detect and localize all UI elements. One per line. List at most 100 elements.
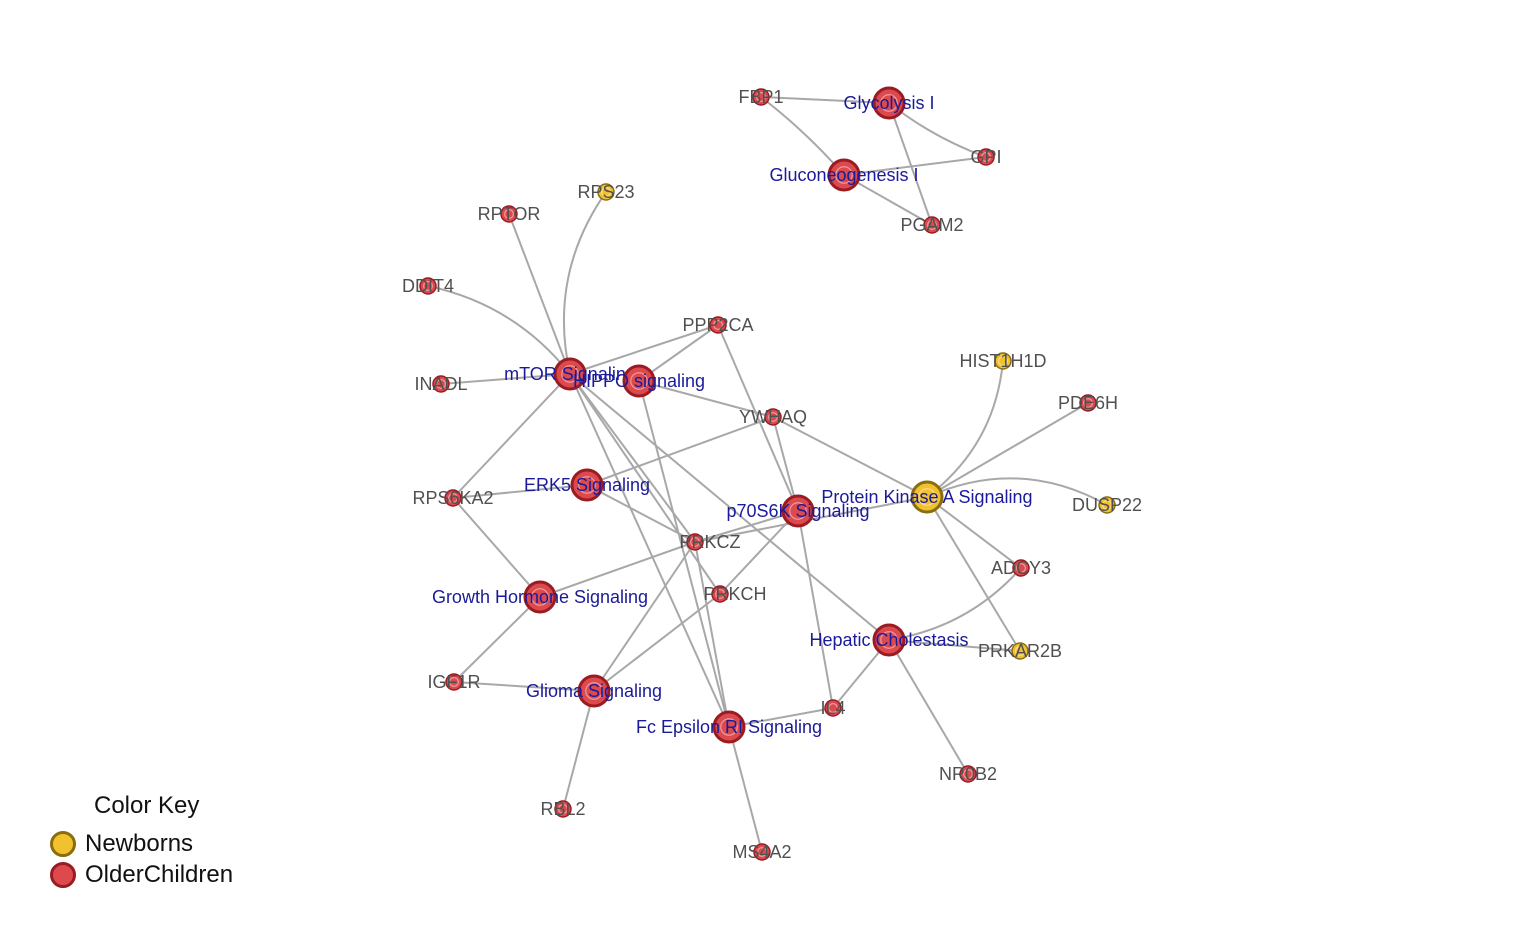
node-rps6ka2[interactable]: RPS6KA2 <box>412 488 493 508</box>
il4-circle[interactable] <box>824 699 842 717</box>
rptor-label: RPTOR <box>478 204 541 224</box>
node-hist1h1d[interactable]: HIST1H1D <box>959 351 1046 371</box>
rps6ka2-circle[interactable] <box>444 489 462 507</box>
edge-mtor-rps23 <box>562 191 607 375</box>
node-prkar2b[interactable]: PRKAR2B <box>978 641 1062 661</box>
node-igf1r[interactable]: IGF1R <box>427 672 480 692</box>
node-pka[interactable]: Protein Kinase A Signaling <box>821 480 1033 514</box>
nr0b2-circle[interactable] <box>959 765 977 783</box>
prkcz-inner-ring <box>689 536 700 547</box>
rptor-circle[interactable] <box>500 205 518 223</box>
prkch-circle[interactable] <box>711 585 729 603</box>
legend-label-olderchildren: OlderChildren <box>85 861 234 888</box>
node-pde6h[interactable]: PDE6H <box>1058 393 1118 413</box>
rps23-circle[interactable] <box>597 183 615 201</box>
gh-circle[interactable] <box>523 580 557 614</box>
pde6h-label: PDE6H <box>1058 393 1118 413</box>
hepatic-label: Hepatic Cholestasis <box>809 630 968 650</box>
node-prkch[interactable]: PRKCH <box>703 584 766 604</box>
hist1h1d-circle[interactable] <box>994 352 1012 370</box>
inadl-circle[interactable] <box>432 375 450 393</box>
hepatic-circle[interactable] <box>872 623 906 657</box>
ms4a2-circle[interactable] <box>753 843 771 861</box>
node-p70s6k[interactable]: p70S6K Signaling <box>726 494 870 528</box>
node-inadl[interactable]: INADL <box>414 374 467 394</box>
node-glioma[interactable]: Glioma Signaling <box>526 674 662 708</box>
hist1h1d-label: HIST1H1D <box>959 351 1046 371</box>
igf1r-label: IGF1R <box>427 672 480 692</box>
glycolysis-circle[interactable] <box>872 86 906 120</box>
pde6h-circle[interactable] <box>1079 394 1097 412</box>
edge-glioma-rbl2 <box>562 690 595 810</box>
rbl2-circle[interactable] <box>554 800 572 818</box>
rps6ka2-inner-ring <box>448 493 459 504</box>
legend-label-newborns: Newborns <box>85 830 194 857</box>
prkcz-circle[interactable] <box>686 533 704 551</box>
hippo-label: HIPPO signaling <box>573 371 705 391</box>
edge-pka-dusp22 <box>926 477 1108 506</box>
node-rptor[interactable]: RPTOR <box>478 204 541 224</box>
fbp1-label: FBP1 <box>738 87 783 107</box>
edge-mtor-prkcz <box>569 373 696 543</box>
p70s6k-circle[interactable] <box>781 494 815 528</box>
ms4a2-label: MS4A2 <box>732 842 791 862</box>
gpi-circle[interactable] <box>977 148 995 166</box>
pka-circle[interactable] <box>910 480 944 514</box>
ddit4-circle[interactable] <box>419 277 437 295</box>
node-ywhaq[interactable]: YWHAQ <box>739 407 807 427</box>
prkar2b-circle[interactable] <box>1011 642 1029 660</box>
ywhaq-circle[interactable] <box>764 408 782 426</box>
ms4a2-inner-ring <box>756 846 767 857</box>
node-ppp2ca[interactable]: PPP2CA <box>682 315 753 335</box>
edge-mtor-ddit4 <box>427 285 571 375</box>
p70s6k-inner-ring <box>789 502 807 520</box>
erk5-circle[interactable] <box>570 468 604 502</box>
node-ms4a2[interactable]: MS4A2 <box>732 842 791 862</box>
prkch-inner-ring <box>714 588 725 599</box>
node-erk5[interactable]: ERK5 Signaling <box>524 468 650 502</box>
node-gpi[interactable]: GPI <box>970 147 1001 167</box>
node-fbp1[interactable]: FBP1 <box>738 87 783 107</box>
node-il4[interactable]: IL4 <box>820 698 845 718</box>
edge-pka-hist1h1d <box>926 360 1004 498</box>
ppp2ca-label: PPP2CA <box>682 315 753 335</box>
gluconeo-circle[interactable] <box>827 158 861 192</box>
mtor-circle[interactable] <box>553 357 587 391</box>
node-hippo[interactable]: HIPPO signaling <box>573 364 705 398</box>
ppp2ca-circle[interactable] <box>709 316 727 334</box>
hippo-circle[interactable] <box>622 364 656 398</box>
node-ddit4[interactable]: DDIT4 <box>402 276 454 296</box>
dusp22-circle[interactable] <box>1098 496 1116 514</box>
node-hepatic[interactable]: Hepatic Cholestasis <box>809 623 969 657</box>
node-rbl2[interactable]: RBL2 <box>540 799 585 819</box>
node-fceri[interactable]: Fc Epsilon RI Signaling <box>636 710 822 744</box>
node-dusp22[interactable]: DUSP22 <box>1072 495 1142 515</box>
igf1r-inner-ring <box>449 676 460 687</box>
glioma-circle[interactable] <box>577 674 611 708</box>
node-prkcz[interactable]: PRKCZ <box>679 532 740 552</box>
igf1r-circle[interactable] <box>445 673 463 691</box>
olderchildren-swatch <box>50 862 76 888</box>
pgam2-circle[interactable] <box>923 216 941 234</box>
edge-ywhaq-erk5 <box>586 416 774 486</box>
edge-hippo-fceri <box>638 380 730 728</box>
node-adcy3[interactable]: ADCY3 <box>991 558 1051 578</box>
node-rps23[interactable]: RPS23 <box>577 182 634 202</box>
edge-gh-prkcz <box>539 541 696 598</box>
dusp22-inner-ring <box>1101 500 1112 511</box>
fbp1-circle[interactable] <box>752 88 770 106</box>
node-pgam2[interactable]: PGAM2 <box>900 215 963 235</box>
gh-inner-ring <box>531 588 549 606</box>
node-glycolysis[interactable]: Glycolysis I <box>843 86 935 120</box>
ddit4-label: DDIT4 <box>402 276 454 296</box>
edge-ppp2ca-p70s6k <box>717 324 799 512</box>
node-nr0b2[interactable]: NR0B2 <box>939 764 997 784</box>
adcy3-circle[interactable] <box>1012 559 1030 577</box>
node-gh[interactable]: Growth Hormone Signaling <box>432 580 648 614</box>
fceri-circle[interactable] <box>712 710 746 744</box>
node-mtor[interactable]: mTOR Signaling <box>504 357 636 391</box>
edge-pka-prkar2b <box>926 496 1021 652</box>
node-gluconeo[interactable]: Gluconeogenesis I <box>769 158 919 192</box>
rps23-inner-ring <box>600 187 611 198</box>
